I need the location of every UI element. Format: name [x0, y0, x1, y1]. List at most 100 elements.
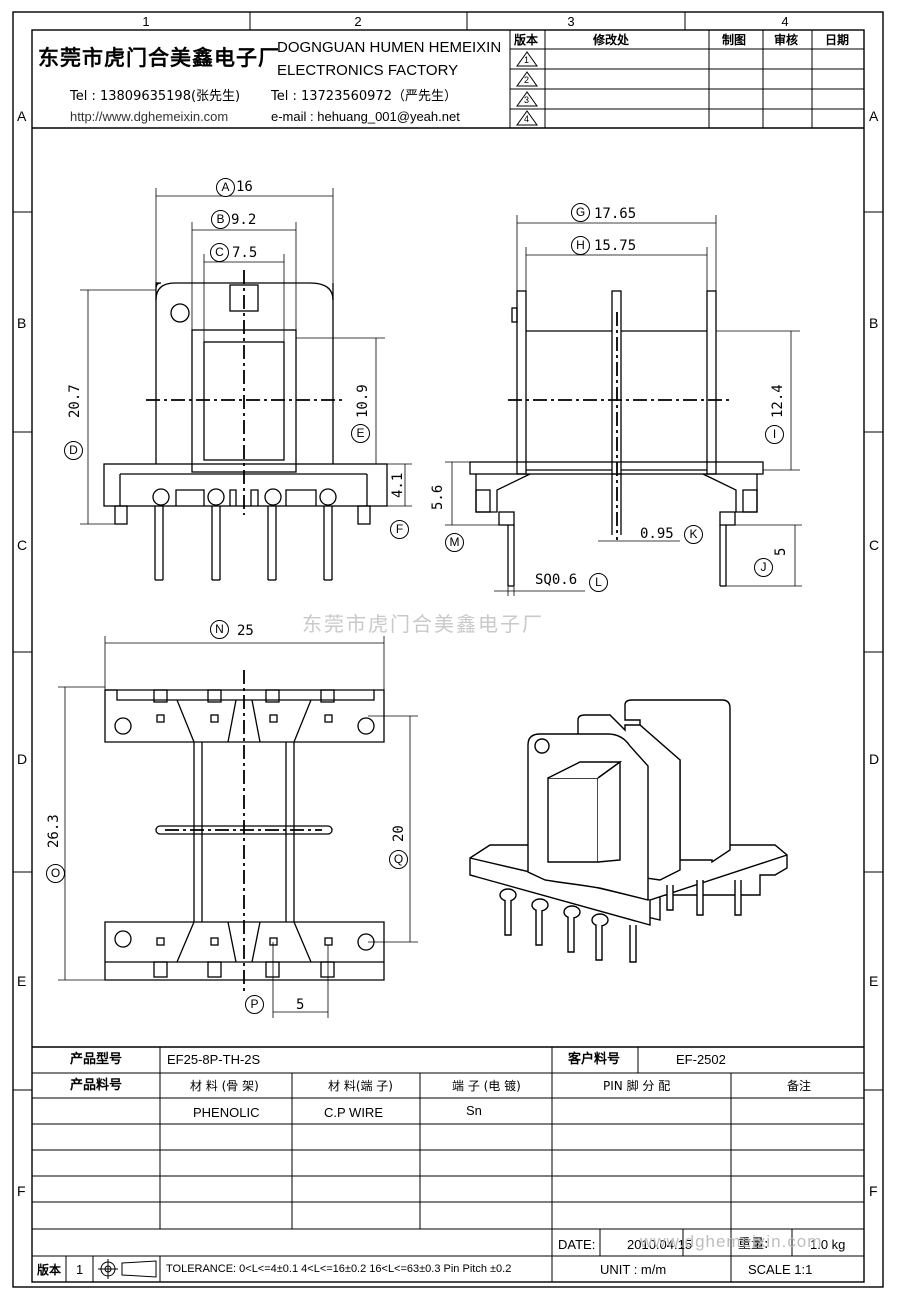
dim-f-bubble: F [390, 520, 409, 539]
material-bobbin-label: 材 料 (骨 架) [190, 1079, 259, 1093]
rev-row-3-number: 3 [524, 95, 530, 105]
dim-h-bubble: H [571, 236, 590, 255]
outer-border [12, 11, 884, 1288]
rev-header-version: 版本 [514, 33, 539, 47]
revision-value: 1 [76, 1262, 84, 1277]
material-bobbin-value: PHENOLIC [193, 1105, 260, 1120]
zone-row-a-left: A [17, 108, 27, 124]
dim-k-bubble: K [684, 525, 703, 544]
rev-row-4-number: 4 [524, 114, 530, 124]
customer-part-value: EF-2502 [676, 1052, 726, 1067]
rev-header-drawn: 制图 [722, 33, 747, 47]
zone-col-4: 4 [781, 14, 789, 29]
rev-row-2-number: 2 [524, 75, 530, 85]
zone-row-f-left: F [17, 1183, 26, 1199]
material-terminal-label: 材 料(端 子) [328, 1079, 393, 1093]
contact-tel-2: Tel : 13723560972（严先生） [271, 89, 457, 104]
bottom-view [104, 689, 385, 981]
unit-text: UNIT : m/m [600, 1262, 667, 1277]
company-name-en-1: DOGNGUAN HUMEN HEMEIXIN [277, 39, 502, 56]
terminal-plating-label: 端 子 (电 镀) [452, 1079, 521, 1093]
zone-row-e-right: E [869, 973, 879, 989]
dim-q-bubble: Q [389, 850, 408, 869]
weight-value: 1.0 kg [810, 1237, 846, 1252]
dim-m-bubble: M [445, 533, 464, 552]
weight-label: 重量: [738, 1237, 769, 1252]
zone-row-d-left: D [17, 751, 28, 767]
scale-text: SCALE 1:1 [748, 1262, 813, 1277]
company-name-cn: 东莞市虎门合美鑫电子厂 [38, 46, 280, 70]
title-block-grid [32, 1046, 864, 1282]
product-part-label: 产品料号 [70, 1078, 123, 1093]
dim-g-value: 17.65 [594, 206, 637, 222]
zone-row-e-left: E [17, 973, 27, 989]
dim-b-value: 9.2 [231, 212, 257, 228]
zone-col-1: 1 [142, 14, 150, 29]
dim-o-value: 26.3 [46, 814, 62, 848]
rev-header-change: 修改处 [593, 33, 630, 47]
date-label: DATE: [558, 1237, 596, 1252]
zone-col-2: 2 [354, 14, 362, 29]
dim-j-value: 5 [773, 547, 789, 556]
dim-l-value: SQ0.6 [535, 572, 578, 588]
zone-row-d-right: D [869, 751, 880, 767]
dim-k-value: 0.95 [640, 526, 674, 542]
dim-c-value: 7.5 [232, 245, 258, 261]
dim-p-bubble: P [245, 995, 264, 1014]
front-view [103, 282, 388, 581]
email-link[interactable]: e-mail : hehuang_001@yeah.net [271, 109, 460, 124]
dim-i-value: 12.4 [770, 384, 786, 418]
dim-q-value: 20 [391, 825, 407, 842]
dim-c-bubble: C [210, 243, 229, 262]
dim-n-bubble: N [210, 620, 229, 639]
terminal-plating-value: Sn [466, 1103, 482, 1118]
dim-m-value: 5.6 [430, 484, 446, 510]
customer-part-label: 客户料号 [568, 1052, 621, 1067]
revision-table [509, 29, 865, 129]
zone-row-c-right: C [869, 537, 880, 553]
dim-o-bubble: O [46, 864, 65, 883]
dim-f-value: 4.1 [390, 472, 406, 498]
zone-col-3: 3 [567, 14, 575, 29]
tolerance-text: TOLERANCE: 0<L<=4±0.1 4<L<=16±0.2 16<L<=… [166, 1263, 512, 1275]
company-name-en-2: ELECTRONICS FACTORY [277, 62, 459, 79]
rev-header-date: 日期 [825, 33, 850, 47]
dim-h-value: 15.75 [594, 238, 637, 254]
dim-a-value: 16 [236, 179, 253, 195]
remarks-label: 备注 [787, 1079, 812, 1093]
pin-assignment-label: PIN 脚 分 配 [603, 1079, 671, 1093]
side-view [469, 290, 764, 587]
dim-e-value: 10.9 [355, 384, 371, 418]
footer-watermark: www.dghemeixin.com [640, 1232, 823, 1251]
revision-label: 版本 [37, 1263, 62, 1277]
zone-row-f-right: F [869, 1183, 878, 1199]
rev-header-checked: 审核 [774, 33, 799, 47]
product-model-value: EF25-8P-TH-2S [167, 1052, 261, 1067]
material-terminal-value: C.P WIRE [324, 1105, 383, 1120]
rev-row-1-number: 1 [524, 55, 530, 65]
dim-g-bubble: G [571, 203, 590, 222]
dim-l-bubble: L [589, 573, 608, 592]
contact-tel-1: Tel : 13809635198(张先生) [70, 89, 241, 104]
inner-border [31, 29, 865, 1283]
zone-row-c-left: C [17, 537, 28, 553]
dim-i-bubble: I [765, 425, 784, 444]
isometric-view [469, 699, 788, 963]
dim-p-value: 5 [296, 997, 305, 1013]
zone-row-b-right: B [869, 315, 879, 331]
date-value: 2010.04.15 [627, 1237, 693, 1252]
zone-row-b-left: B [17, 315, 27, 331]
zone-row-a-right: A [869, 108, 879, 124]
dim-a-bubble: A [216, 178, 235, 197]
website-link[interactable]: http://www.dghemeixin.com [70, 109, 229, 124]
dim-n-value: 25 [237, 623, 254, 639]
dim-b-bubble: B [211, 210, 230, 229]
product-model-label: 产品型号 [70, 1052, 123, 1067]
dim-j-bubble: J [754, 558, 773, 577]
center-watermark: 东莞市虎门合美鑫电子厂 [302, 612, 544, 636]
dim-e-bubble: E [351, 424, 370, 443]
dim-d-bubble: D [64, 441, 83, 460]
dim-d-value: 20.7 [67, 384, 83, 418]
